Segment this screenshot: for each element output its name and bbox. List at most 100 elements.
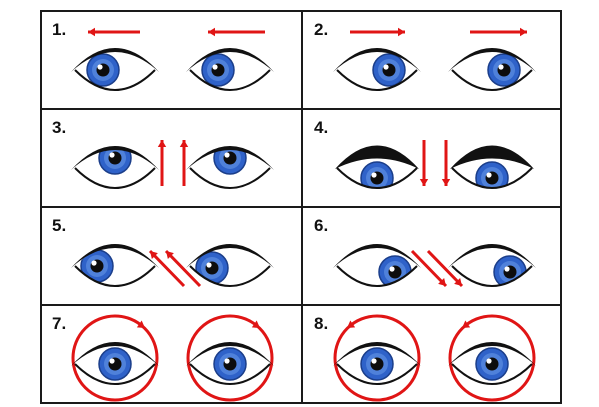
arrow-down-right-1-head <box>438 278 446 286</box>
rotation-circle-right <box>448 314 536 402</box>
lower-lid <box>451 363 533 385</box>
arrow-down-right-2 <box>426 249 464 288</box>
grid-divider-row-3 <box>40 304 562 306</box>
eye-illustration <box>333 27 536 91</box>
upper-lid <box>333 48 421 72</box>
highlight <box>91 260 97 266</box>
eye-left <box>71 342 159 385</box>
highlight <box>97 64 103 70</box>
panel-4: 4. <box>302 108 563 207</box>
highlight <box>486 358 492 364</box>
arrow-down-1-head <box>419 179 429 186</box>
eye-left <box>333 48 421 91</box>
eye-right <box>186 342 274 385</box>
arrow-down-right-2-head <box>454 278 462 286</box>
eye-right <box>186 244 274 287</box>
panel-number: 6. <box>314 216 329 235</box>
panel-3: 3. <box>40 108 301 207</box>
highlight <box>206 262 212 268</box>
lower-lid <box>74 265 156 287</box>
lower-lid <box>336 363 418 385</box>
arrow-left-1-head <box>88 27 95 37</box>
panel-2: 2. <box>302 10 563 109</box>
rotation-arrow-left <box>347 320 356 328</box>
lower-lid <box>74 363 156 385</box>
upper-lid <box>71 244 159 268</box>
eye-illustration <box>71 244 274 288</box>
highlight <box>498 64 504 70</box>
highlight <box>504 266 510 272</box>
highlight <box>371 358 377 364</box>
highlight <box>212 64 218 70</box>
panel-number: 1. <box>52 20 67 39</box>
upper-lid <box>186 146 274 170</box>
eye-right <box>448 48 536 91</box>
rotation-arrow-right <box>251 320 260 328</box>
upper-lid <box>186 48 274 72</box>
upper-lid <box>71 342 159 366</box>
upper-lid <box>335 145 419 169</box>
lower-lid <box>189 265 271 287</box>
highlight <box>371 172 377 178</box>
eye-left <box>333 244 421 287</box>
panel-6: 6. <box>302 206 563 305</box>
eye-right <box>186 146 274 189</box>
arrow-right-1-head <box>398 27 405 37</box>
upper-lid <box>186 244 274 268</box>
highlight <box>109 358 115 364</box>
lower-lid <box>451 265 533 287</box>
arrow-up-1-head <box>157 140 167 147</box>
upper-lid <box>448 48 536 72</box>
panel-number: 8. <box>314 314 329 333</box>
panel-8: 8. <box>302 304 563 403</box>
arrow-down-2-head <box>441 179 451 186</box>
panel-number: 4. <box>314 118 329 137</box>
panel-number: 2. <box>314 20 329 39</box>
eye-right <box>186 48 274 91</box>
eye-right <box>448 342 536 385</box>
panel-1: 1. <box>40 10 301 109</box>
arrow-up-left-1-head <box>150 251 158 259</box>
eye-right <box>450 145 534 189</box>
upper-lid <box>333 342 421 366</box>
panel-number: 7. <box>52 314 67 333</box>
highlight <box>109 152 115 158</box>
panel-number: 5. <box>52 216 67 235</box>
grid-divider-row-1 <box>40 108 562 110</box>
eye-illustration <box>71 314 274 402</box>
lower-lid <box>451 69 533 91</box>
eye-left <box>333 342 421 385</box>
upper-lid <box>186 342 274 366</box>
eye-illustration <box>71 140 274 189</box>
panel-7: 7. <box>40 304 301 403</box>
arrow-up-left-1 <box>148 249 186 288</box>
lower-lid <box>189 69 271 91</box>
arrow-up-left-2-head <box>166 251 174 259</box>
arrow-down-right-1 <box>410 249 448 288</box>
arrow-up-2-head <box>179 140 189 147</box>
highlight <box>389 266 395 272</box>
eye-illustration <box>335 140 534 189</box>
lower-lid <box>189 167 271 189</box>
grid-divider-row-2 <box>40 206 562 208</box>
panel-number: 3. <box>52 118 67 137</box>
rotation-circle-left <box>333 314 421 402</box>
upper-lid <box>71 48 159 72</box>
eye-illustration <box>333 314 536 402</box>
highlight <box>224 152 230 158</box>
highlight <box>383 64 389 70</box>
rotation-arrow-right <box>462 320 471 328</box>
rotation-circle-left <box>71 314 159 402</box>
eye-left <box>71 146 159 189</box>
upper-lid <box>333 244 421 268</box>
arrow-up-left-2 <box>164 249 202 288</box>
eye-illustration <box>333 244 536 288</box>
lower-lid <box>189 363 271 385</box>
lower-lid <box>74 69 156 91</box>
upper-lid <box>448 244 536 268</box>
lower-lid <box>336 167 418 189</box>
eye-illustration <box>71 27 274 91</box>
lower-lid <box>451 167 533 189</box>
highlight <box>224 358 230 364</box>
lower-lid <box>336 69 418 91</box>
